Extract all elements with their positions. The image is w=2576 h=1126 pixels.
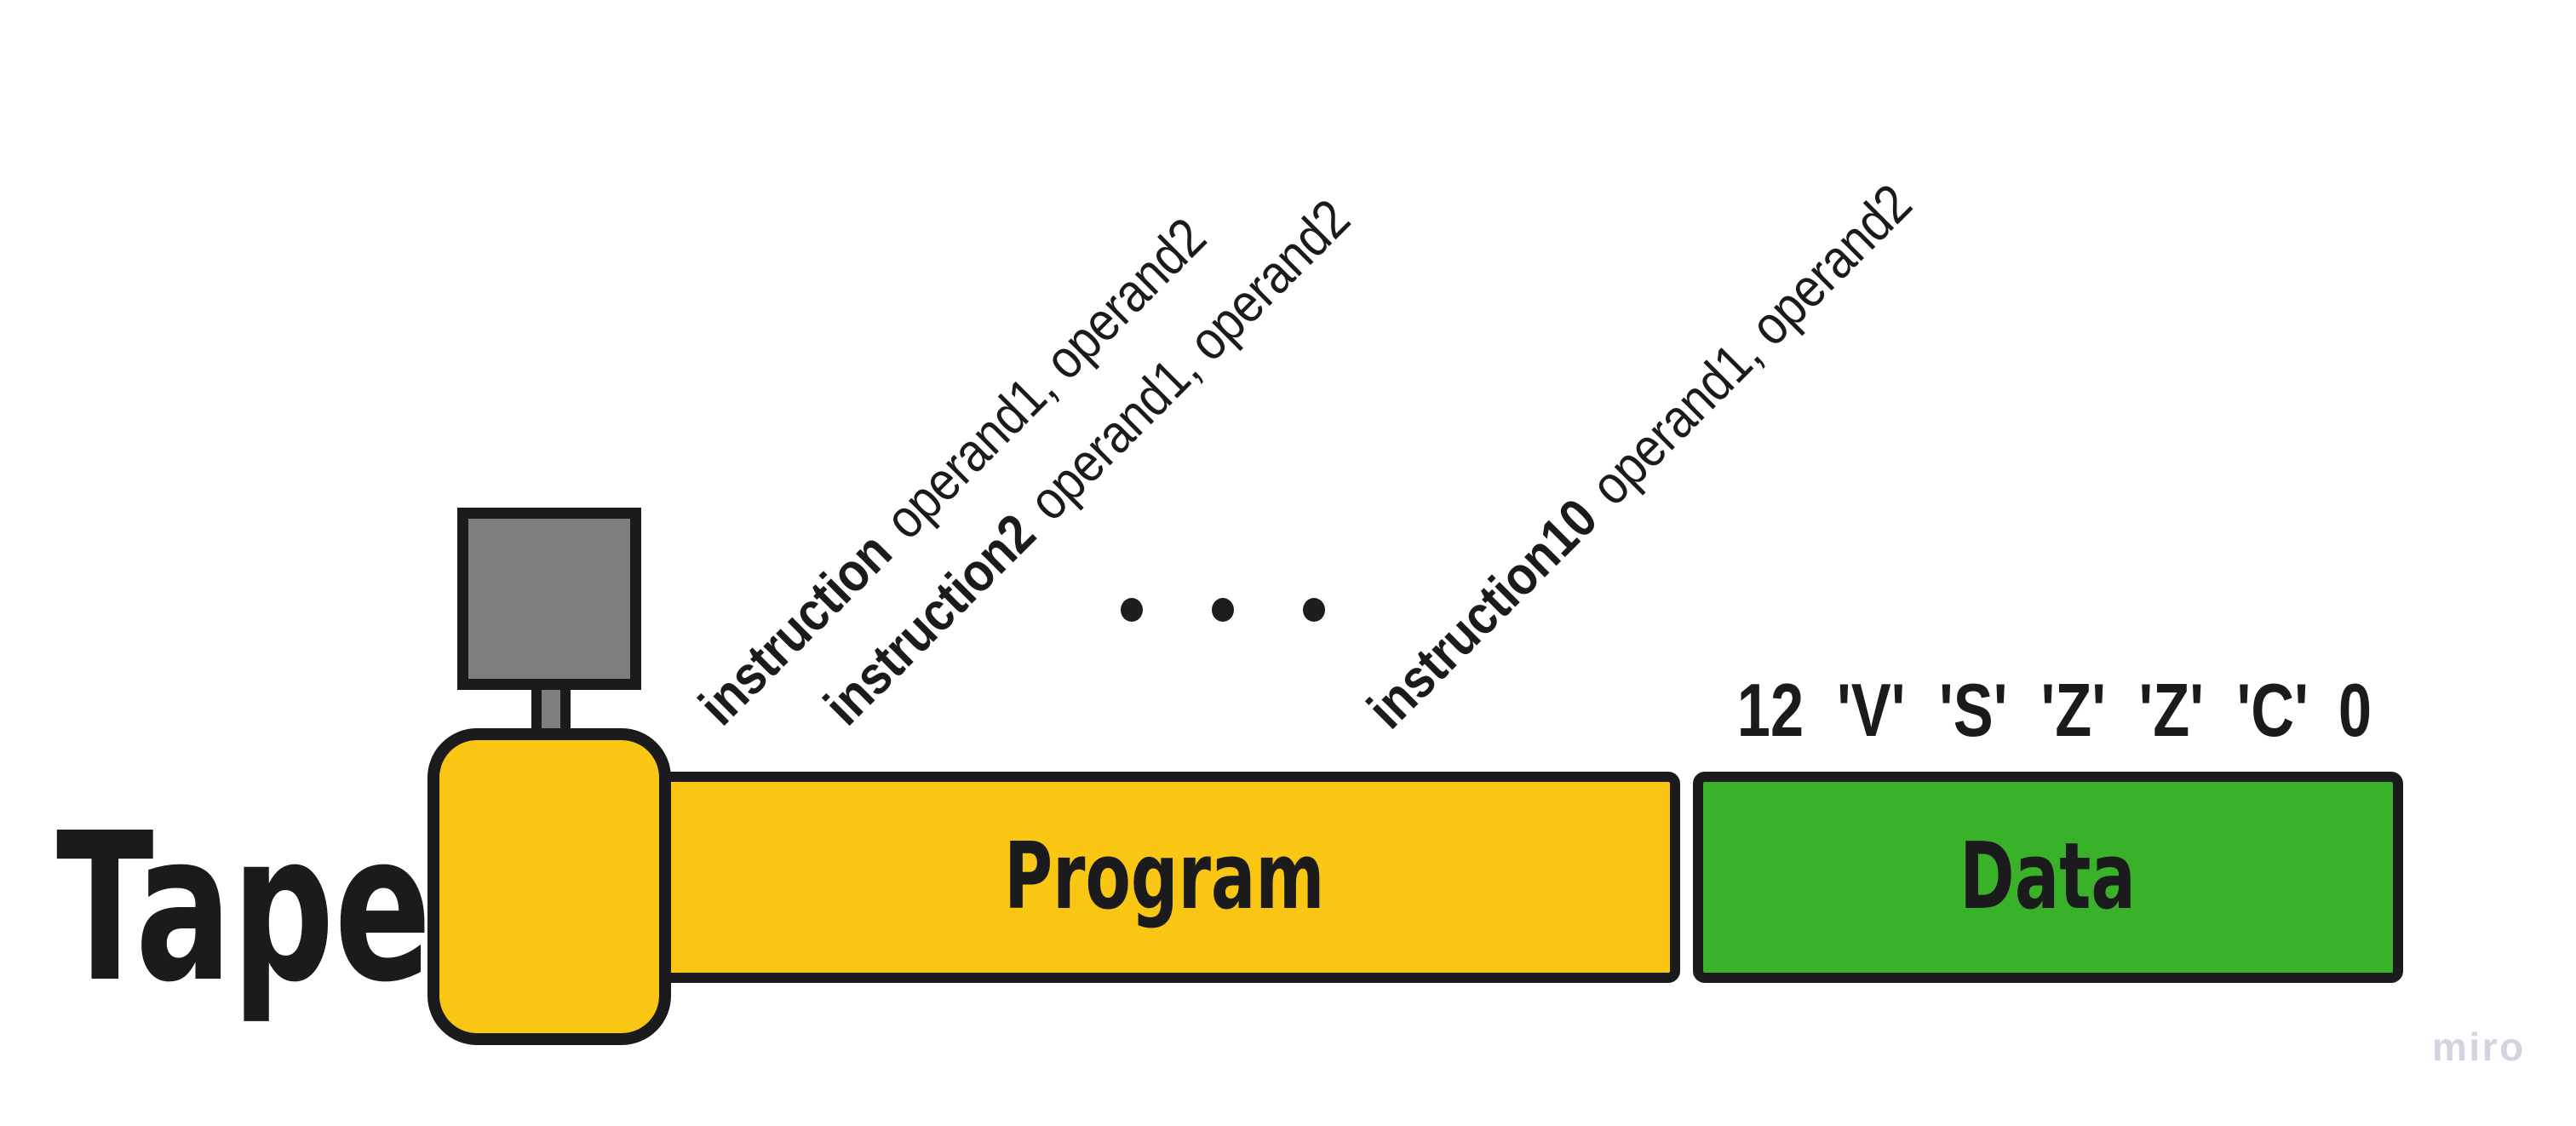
miro-watermark: miro (2432, 1025, 2526, 1069)
data-cell: 'Z' (2040, 668, 2106, 752)
tape-head-top-square (457, 508, 641, 690)
program-segment-label: Program (1004, 824, 1325, 930)
data-cell: 0 (2338, 668, 2372, 752)
ellipsis-dots (1121, 598, 1325, 622)
tape-title: Tape (56, 789, 432, 1027)
instruction-operands: operand1, operand2 (1579, 172, 1924, 517)
dot (1212, 598, 1234, 622)
data-cell: 'C' (2236, 668, 2309, 752)
tape-head-block (427, 728, 671, 1045)
data-cell: 12 (1736, 668, 1804, 752)
dot (1121, 598, 1143, 622)
data-segment-label: Data (1959, 824, 2137, 930)
data-segment: Data (1693, 772, 2403, 983)
data-cell: 'V' (1837, 668, 1906, 752)
program-segment: Program (649, 772, 1680, 983)
data-cell-values-row: 12 'V' 'S' 'Z' 'Z' 'C' 0 (1729, 673, 2376, 748)
data-cell: 'Z' (2138, 668, 2204, 752)
instruction-name: instruction10 (1355, 486, 1609, 740)
dot (1303, 598, 1325, 622)
data-cell: 'S' (1938, 668, 2008, 752)
